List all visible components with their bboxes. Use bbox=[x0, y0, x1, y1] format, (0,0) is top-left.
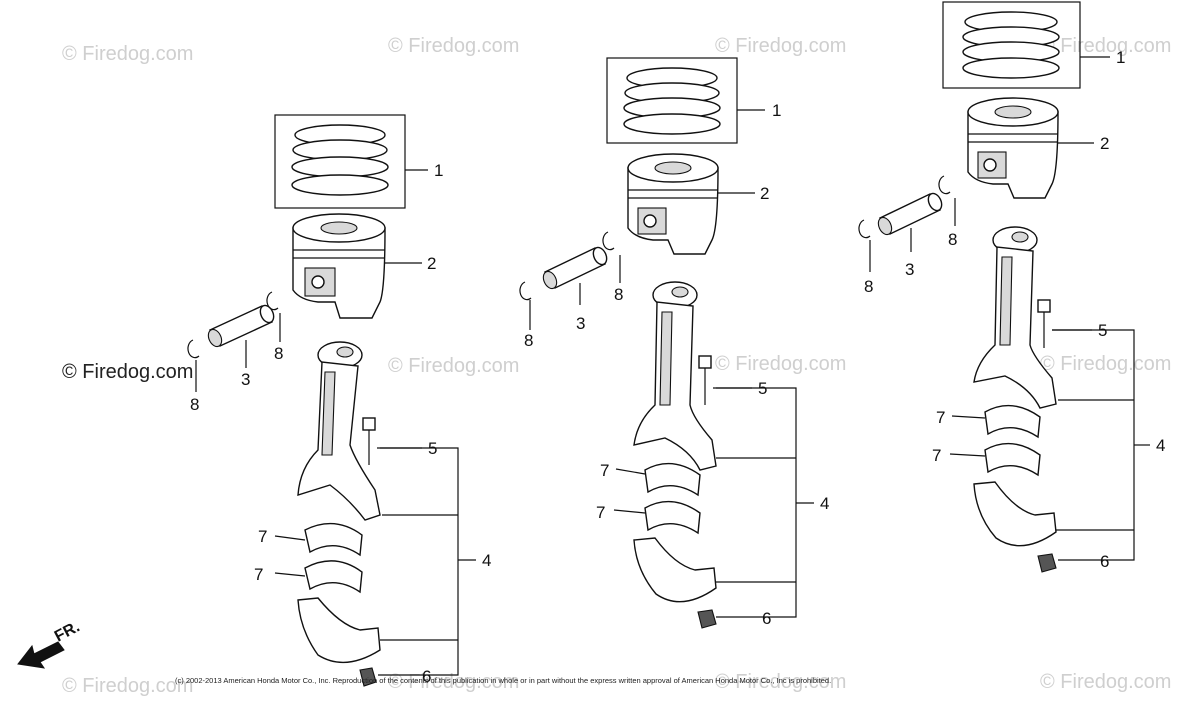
callout-3: 3 bbox=[576, 314, 585, 333]
piston bbox=[967, 97, 1059, 199]
rod-bolt bbox=[362, 417, 376, 465]
callout-8: 8 bbox=[274, 344, 283, 363]
callout-6: 6 bbox=[1100, 552, 1109, 571]
connecting-rod bbox=[297, 341, 381, 521]
piston-rings bbox=[623, 67, 721, 135]
rod-cap bbox=[973, 481, 1057, 547]
piston-pin bbox=[877, 192, 943, 236]
watermark: © Firedog.com bbox=[715, 35, 846, 57]
callout-6: 6 bbox=[762, 609, 771, 628]
callout-1: 1 bbox=[1116, 48, 1125, 67]
clip bbox=[266, 291, 279, 311]
watermark: © Firedog.com bbox=[62, 43, 193, 65]
rod-bolt bbox=[698, 355, 712, 405]
callout-8: 8 bbox=[614, 285, 623, 304]
watermark: © Firedog.com bbox=[715, 353, 846, 375]
callout-7: 7 bbox=[932, 446, 941, 465]
watermark: © Firedog.com bbox=[388, 355, 519, 377]
piston bbox=[292, 213, 386, 319]
watermark: © Firedog.com bbox=[1040, 35, 1171, 57]
rod-cap bbox=[633, 537, 717, 603]
connecting-rod bbox=[633, 281, 717, 471]
callout-4: 4 bbox=[482, 551, 491, 570]
watermark: © Firedog.com bbox=[388, 35, 519, 57]
watermark: © Firedog.com bbox=[388, 671, 519, 693]
piston-pin bbox=[207, 304, 275, 348]
clip bbox=[187, 339, 200, 359]
clip bbox=[602, 231, 615, 251]
rod-nut bbox=[697, 609, 717, 629]
callout-3: 3 bbox=[905, 260, 914, 279]
callout-8: 8 bbox=[948, 230, 957, 249]
front-label: FR. bbox=[52, 618, 83, 645]
callout-8: 8 bbox=[190, 395, 199, 414]
assembly-group-middle: 1 2 3 8 8 bbox=[519, 57, 829, 629]
bearing-shell bbox=[644, 462, 701, 497]
rod-bolt bbox=[1037, 299, 1051, 348]
connecting-rod bbox=[973, 226, 1057, 409]
callout-7: 7 bbox=[600, 461, 609, 480]
bearing-shell bbox=[304, 560, 363, 594]
callout-6: 6 bbox=[422, 667, 431, 686]
bearing-shell bbox=[984, 404, 1041, 439]
callout-2: 2 bbox=[427, 254, 436, 273]
clip bbox=[858, 219, 871, 239]
callout-2: 2 bbox=[1100, 134, 1109, 153]
callout-7: 7 bbox=[254, 565, 263, 584]
callout-3: 3 bbox=[241, 370, 250, 389]
callout-4: 4 bbox=[1156, 436, 1165, 455]
assembly-group-right: 1 2 3 8 8 bbox=[858, 1, 1165, 573]
callout-2: 2 bbox=[760, 184, 769, 203]
piston-rings bbox=[291, 124, 389, 196]
arrow-icon bbox=[17, 641, 65, 669]
bearing-shell bbox=[644, 500, 701, 535]
clip bbox=[519, 281, 532, 301]
piston-rings bbox=[962, 11, 1060, 79]
callout-4: 4 bbox=[820, 494, 829, 513]
callout-1: 1 bbox=[772, 101, 781, 120]
callout-1: 1 bbox=[434, 161, 443, 180]
piston-ring-box bbox=[274, 114, 406, 209]
clip bbox=[938, 175, 951, 195]
piston-pin bbox=[542, 246, 608, 290]
watermarks: © Firedog.com © Firedog.com © Firedog.co… bbox=[62, 35, 1171, 697]
bearing-shell bbox=[304, 522, 363, 557]
watermark: © Firedog.com bbox=[62, 361, 193, 383]
piston-ring-box bbox=[942, 1, 1081, 89]
watermark: © Firedog.com bbox=[1040, 671, 1171, 693]
assembly-group-left: 1 2 3 8 8 bbox=[187, 114, 491, 687]
callout-7: 7 bbox=[936, 408, 945, 427]
watermark: © Firedog.com bbox=[62, 675, 193, 697]
callout-7: 7 bbox=[258, 527, 267, 546]
bearing-shell bbox=[984, 442, 1041, 477]
rod-cap bbox=[297, 597, 381, 664]
piston-ring-box bbox=[606, 57, 738, 144]
callout-8: 8 bbox=[524, 331, 533, 350]
front-arrow: FR. bbox=[17, 618, 83, 669]
rod-nut bbox=[1037, 553, 1057, 573]
callout-7: 7 bbox=[596, 503, 605, 522]
watermark: © Firedog.com bbox=[1040, 353, 1171, 375]
rod-nut bbox=[359, 667, 377, 687]
callout-8: 8 bbox=[864, 277, 873, 296]
copyright-notice: (c) 2002-2013 American Honda Motor Co., … bbox=[175, 676, 831, 685]
watermark: © Firedog.com bbox=[715, 671, 846, 693]
piston bbox=[627, 153, 719, 255]
